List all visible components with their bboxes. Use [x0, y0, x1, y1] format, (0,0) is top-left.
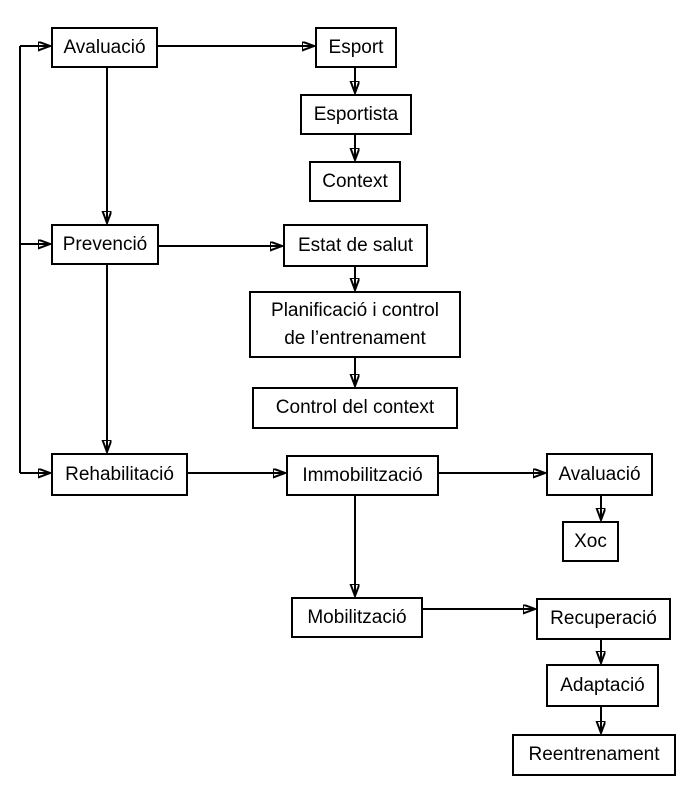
node-avaluacio: Avaluació — [51, 27, 158, 68]
node-avaluacio-2-label: Avaluació — [558, 463, 641, 485]
node-adaptacio-label: Adaptació — [560, 674, 645, 696]
node-recuperacio: Recuperació — [536, 598, 671, 640]
node-context-label: Context — [322, 170, 388, 192]
node-immobilitzacio: Immobilització — [286, 455, 439, 496]
node-immobilitzacio-label: Immobilització — [302, 464, 423, 486]
node-prevencio: Prevenció — [51, 224, 159, 265]
node-context: Context — [309, 161, 401, 202]
node-esport: Esport — [315, 27, 397, 68]
node-estat-de-salut-label: Estat de salut — [297, 234, 414, 256]
node-xoc-label: Xoc — [574, 530, 607, 552]
node-avaluacio-label: Avaluació — [63, 36, 146, 58]
node-avaluacio-2: Avaluació — [546, 453, 653, 496]
node-adaptacio: Adaptació — [546, 664, 659, 707]
node-rehabilitacio: Rehabilitació — [51, 453, 188, 496]
node-esportista-label: Esportista — [313, 103, 399, 125]
node-prevencio-label: Prevenció — [62, 233, 148, 255]
node-mobilitzacio: Mobilització — [291, 597, 423, 638]
node-planificacio: Planificació i control de l’entrenament — [249, 291, 461, 358]
node-control-del-context: Control del context — [252, 387, 458, 429]
node-reentrenament-label: Reentrenament — [528, 744, 660, 765]
node-esport-label: Esport — [328, 36, 384, 58]
node-esportista: Esportista — [300, 94, 412, 135]
node-rehabilitacio-label: Rehabilitació — [65, 463, 174, 485]
node-reentrenament: Reentrenament — [512, 734, 676, 776]
node-planificacio-label-line2: de l’entrenament — [284, 327, 426, 349]
node-estat-de-salut: Estat de salut — [283, 224, 428, 267]
node-control-del-context-label: Control del context — [275, 397, 435, 418]
node-mobilitzacio-label: Mobilització — [307, 606, 407, 628]
node-planificacio-label-line1: Planificació i control — [271, 299, 439, 321]
node-recuperacio-label: Recuperació — [550, 608, 657, 629]
node-xoc: Xoc — [562, 521, 619, 562]
